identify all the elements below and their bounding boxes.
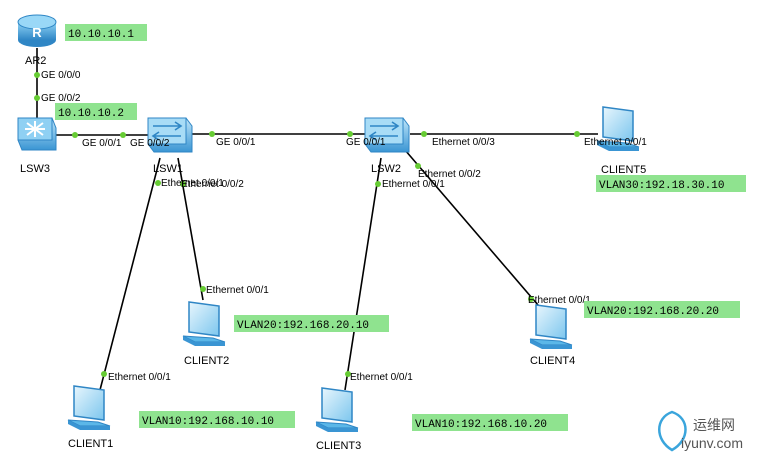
port-label: Ethernet 0/0/1 <box>350 372 413 383</box>
device-name: CLIENT2 <box>184 355 229 367</box>
switch-icon <box>147 117 193 153</box>
watermark: 运维网 iyunv.com <box>658 410 743 452</box>
ip-box <box>65 24 147 41</box>
ip-label-client4: VLAN20:192.168.20.20 <box>587 306 719 318</box>
ip-box <box>55 103 137 120</box>
port-dot <box>120 132 126 138</box>
port-dot <box>34 72 40 78</box>
port-dot <box>528 296 534 302</box>
device-name: CLIENT4 <box>530 355 575 367</box>
ip-box <box>596 175 746 192</box>
device-name: LSW1 <box>153 163 183 175</box>
client-client1[interactable]: CLIENT1 <box>67 385 113 450</box>
ip-label-ar2: 10.10.10.1 <box>68 29 134 41</box>
port-dot <box>345 371 351 377</box>
port-label: Ethernet 0/0/1 <box>528 295 591 306</box>
client-client3[interactable]: CLIENT3 <box>315 387 361 452</box>
device-name: CLIENT3 <box>316 440 361 452</box>
link-lsw2-client4 <box>404 149 539 306</box>
device-name: CLIENT5 <box>601 164 646 176</box>
client-client5[interactable]: CLIENT5 <box>596 106 646 176</box>
pc-icon <box>315 387 359 432</box>
port-dot <box>574 131 580 137</box>
router-icon: R <box>17 14 57 47</box>
ip-box <box>412 414 568 431</box>
switch-lsw3[interactable]: LSW3 <box>17 117 57 175</box>
port-dot <box>421 131 427 137</box>
pc-icon <box>596 106 640 151</box>
switch-icon <box>17 117 57 151</box>
link-lsw1-client1 <box>99 157 161 391</box>
link-lsw2-client3 <box>344 157 382 391</box>
port-label: GE 0/0/2 <box>130 138 170 149</box>
port-label: Ethernet 0/0/3 <box>432 137 495 148</box>
switch-lsw2[interactable]: LSW2 <box>364 117 410 175</box>
pc-icon <box>529 304 573 349</box>
port-dot <box>200 286 206 292</box>
port-label: GE 0/0/1 <box>216 137 256 148</box>
port-dot <box>155 180 161 186</box>
ip-box <box>139 411 295 428</box>
device-name: LSW3 <box>20 163 50 175</box>
port-label: Ethernet 0/0/2 <box>181 179 244 190</box>
port-dot <box>101 371 107 377</box>
port-dot <box>34 95 40 101</box>
device-name: CLIENT1 <box>68 438 113 450</box>
port-label: GE 0/0/1 <box>346 137 386 148</box>
pc-icon <box>182 301 226 346</box>
switch-lsw1[interactable]: LSW1 <box>147 117 193 175</box>
port-label: GE 0/0/1 <box>82 138 122 149</box>
port-dot <box>347 131 353 137</box>
client-client2[interactable]: CLIENT2 <box>182 301 229 367</box>
device-name: LSW2 <box>371 163 401 175</box>
links <box>36 48 598 391</box>
ip-box <box>584 301 740 318</box>
watermark-brand: 运维网 <box>693 417 735 433</box>
ip-labels: 10.10.10.1 10.10.10.2 VLAN30:192.18.30.1… <box>55 24 746 431</box>
client-client4[interactable]: CLIENT4 <box>529 304 575 367</box>
port-label: GE 0/0/0 <box>41 70 81 81</box>
ip-label-client3: VLAN10:192.168.10.20 <box>415 419 547 431</box>
port-dot <box>180 181 186 187</box>
watermark-url: iyunv.com <box>681 435 743 451</box>
watermark-logo-icon <box>658 410 687 452</box>
svg-text:R: R <box>32 25 42 40</box>
port-dot <box>415 163 421 169</box>
port-dot <box>209 131 215 137</box>
router-ar2[interactable]: R AR2 <box>17 14 57 67</box>
port-label: Ethernet 0/0/1 <box>206 285 269 296</box>
device-name: AR2 <box>25 55 46 67</box>
ip-box <box>234 315 389 332</box>
port-label: GE 0/0/2 <box>41 93 81 104</box>
port-label: Ethernet 0/0/1 <box>161 178 224 189</box>
port-labels: GE 0/0/0 GE 0/0/2 GE 0/0/1 GE 0/0/2 GE 0… <box>41 70 647 383</box>
port-label: Ethernet 0/0/1 <box>584 137 647 148</box>
port-dot <box>72 132 78 138</box>
port-dot <box>375 181 381 187</box>
switch-icon <box>364 117 410 153</box>
ip-label-client1: VLAN10:192.168.10.10 <box>142 416 274 428</box>
pc-icon <box>67 385 111 430</box>
ip-label-client5: VLAN30:192.18.30.10 <box>599 180 724 192</box>
ip-label-client2: VLAN20:192.168.20.10 <box>237 320 369 332</box>
port-label: Ethernet 0/0/1 <box>382 179 445 190</box>
ip-label-lsw3: 10.10.10.2 <box>58 108 124 120</box>
port-label: Ethernet 0/0/2 <box>418 169 481 180</box>
port-label: Ethernet 0/0/1 <box>108 372 171 383</box>
port-dots <box>34 72 580 377</box>
